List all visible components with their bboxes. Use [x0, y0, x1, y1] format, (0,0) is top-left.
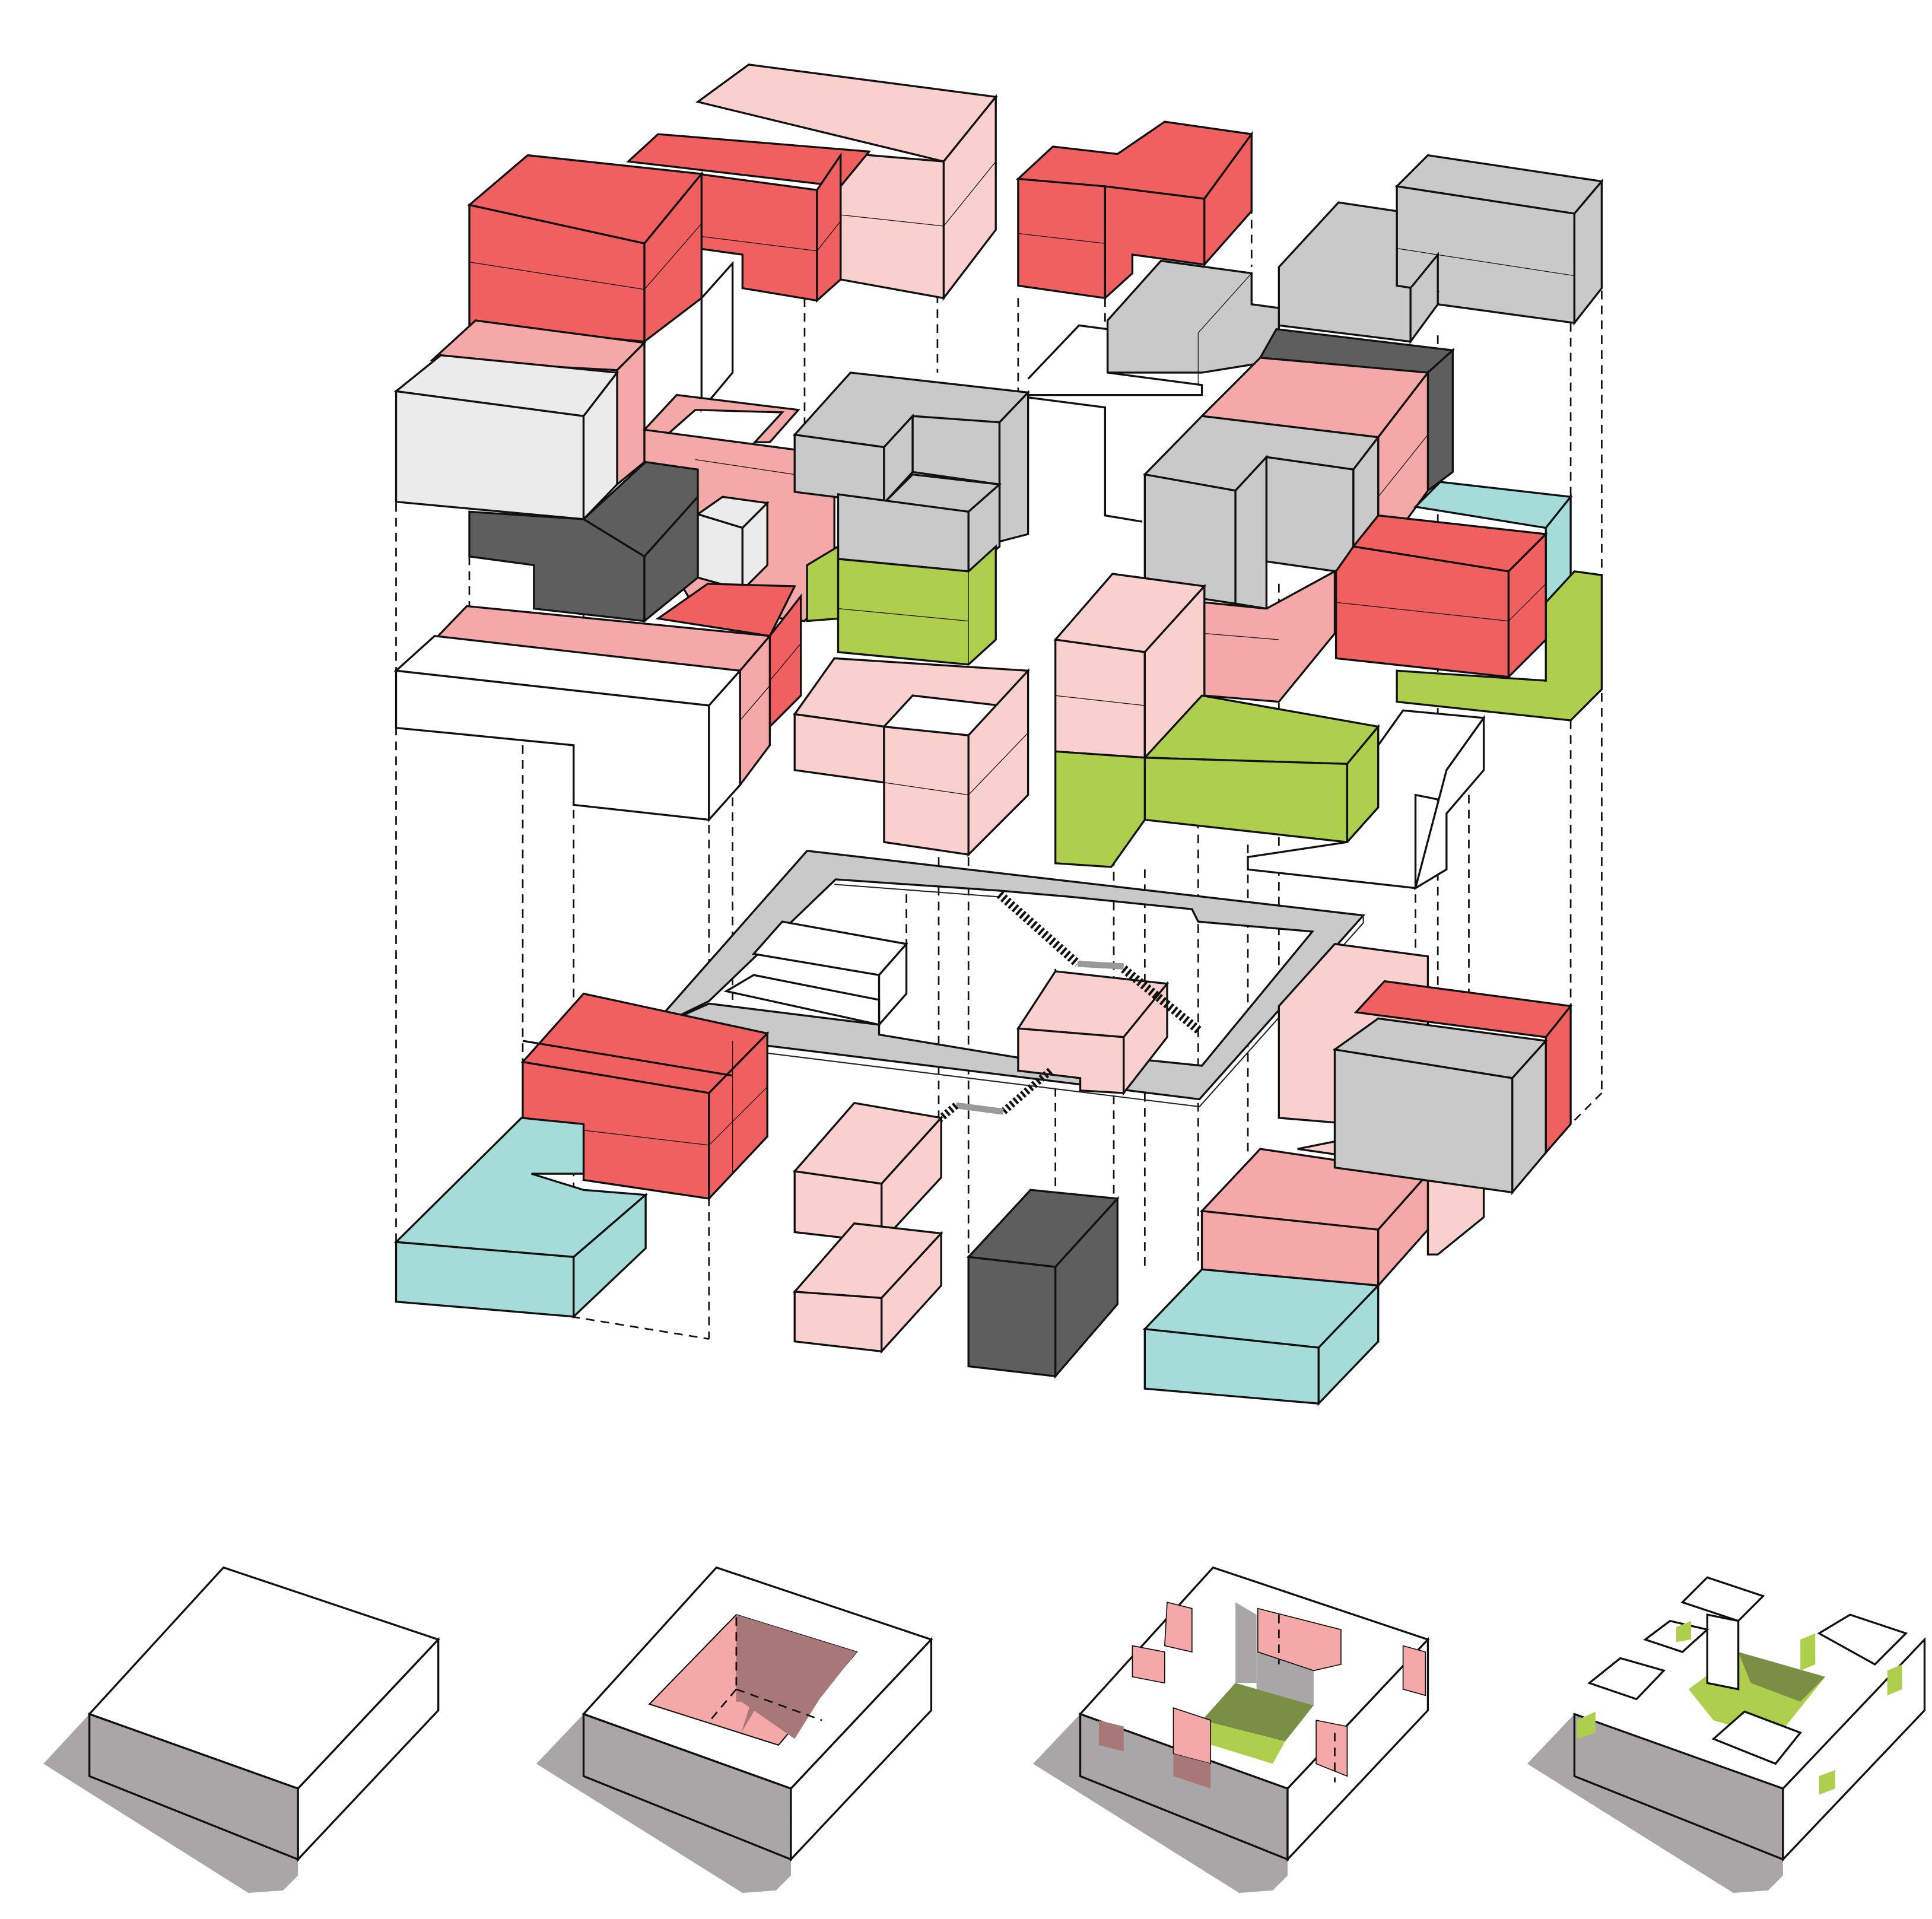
- staircase-lower: [931, 1067, 1053, 1127]
- volume-red-gray-lower-right: [1332, 980, 1573, 1196]
- volume-light-pink-top: [695, 63, 998, 301]
- volume-green-center: [806, 544, 997, 666]
- volume-red-lower-left: [520, 992, 770, 1202]
- volume-pale-gray-small: [695, 495, 770, 593]
- exploded-axonometric: [393, 63, 1604, 1406]
- volume-light-pink-right-tower: [1053, 570, 1336, 760]
- volume-red-top-middle: [626, 133, 872, 303]
- volume-light-pink-lower-center: [792, 1101, 943, 1354]
- volume-pale-gray-left: [393, 354, 619, 522]
- step-3-carved-volumes: [1032, 1566, 1430, 1893]
- volume-white-plate-right: [1027, 324, 1203, 523]
- volume-cyan-lower-left: [393, 1117, 649, 1319]
- volume-green-right: [1396, 570, 1603, 722]
- volume-white-courtyard: [723, 920, 908, 1028]
- volume-white-right-L: [1247, 709, 1486, 891]
- volume-red-top-left: [467, 154, 704, 344]
- step-1-solid-block: [43, 1566, 440, 1893]
- volume-dark-gray-lower: [966, 1189, 1120, 1379]
- volume-gray-center: [792, 371, 1031, 574]
- volume-white-slot: [700, 260, 734, 413]
- volume-light-pink-courtyard: [1016, 970, 1170, 1096]
- step-4-terraced-result: [1527, 1576, 1926, 1893]
- volume-pink-right-upper: [1199, 357, 1430, 563]
- volume-white-left-L: [393, 634, 742, 822]
- volume-gray-top-right: [1106, 154, 1604, 395]
- volume-light-pink-center: [793, 657, 1030, 857]
- volume-red-top-right: [1016, 120, 1254, 301]
- step-2-courtyard-void: [536, 1566, 933, 1893]
- volume-red-right: [1334, 514, 1548, 679]
- staircase-upper: [996, 891, 1203, 1035]
- volume-red-left-mid: [655, 583, 802, 729]
- volume-dark-gray-left: [468, 460, 699, 624]
- volume-cyan-lower-right: [1142, 1268, 1381, 1406]
